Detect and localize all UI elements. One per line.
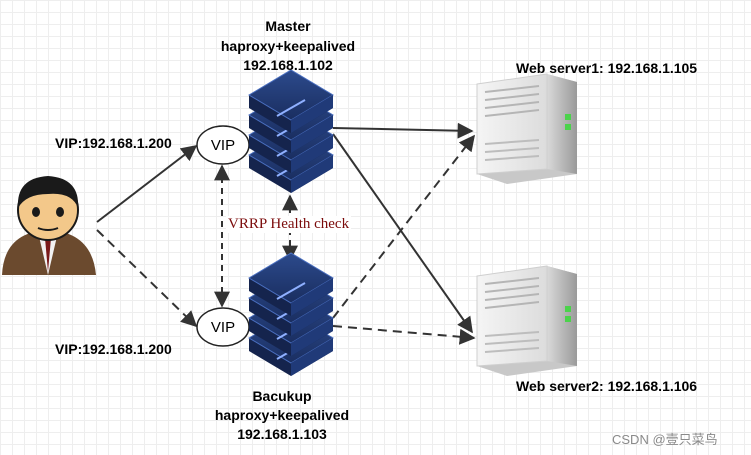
- vip-node-bottom-text: VIP: [211, 319, 235, 336]
- user-to-vip-bottom-line: [96, 229, 198, 328]
- user-avatar-icon: [2, 176, 96, 275]
- connectors: [96, 122, 476, 345]
- backup-server-stack-icon: [248, 252, 334, 377]
- backup-software: haproxy+keepalived: [214, 407, 350, 423]
- master-to-web2-line: [332, 133, 473, 334]
- backup-to-web1-line: [332, 134, 475, 319]
- web-server1-label: Web server1: 192.168.1.105: [516, 60, 698, 76]
- vrrp-health-check-label: VRRP Health check: [226, 216, 352, 233]
- master-server-stack-icon: [248, 69, 334, 194]
- backup-to-web2-line: [332, 325, 476, 345]
- user-to-vip-top-line: [96, 145, 198, 223]
- master-software: haproxy+keepalived: [220, 38, 356, 54]
- web-server1-tower-icon: [476, 73, 578, 185]
- vip-label-top: VIP:192.168.1.200: [55, 135, 172, 151]
- vip-node-bottom: VIP: [196, 307, 250, 347]
- vip-node-top-text: VIP: [211, 137, 235, 154]
- vip-label-bottom: VIP:192.168.1.200: [55, 341, 172, 357]
- master-title: Master: [265, 18, 311, 34]
- watermark: CSDN @壹只菜鸟: [612, 432, 718, 447]
- web-server2-label: Web server2: 192.168.1.106: [516, 378, 698, 394]
- web-server2-tower-icon: [476, 265, 578, 377]
- vip-node-top: VIP: [196, 125, 250, 165]
- master-ip: 192.168.1.102: [243, 57, 333, 73]
- master-to-web1-line: [332, 122, 474, 139]
- backup-title: Bacukup: [252, 388, 312, 404]
- backup-ip: 192.168.1.103: [237, 426, 327, 442]
